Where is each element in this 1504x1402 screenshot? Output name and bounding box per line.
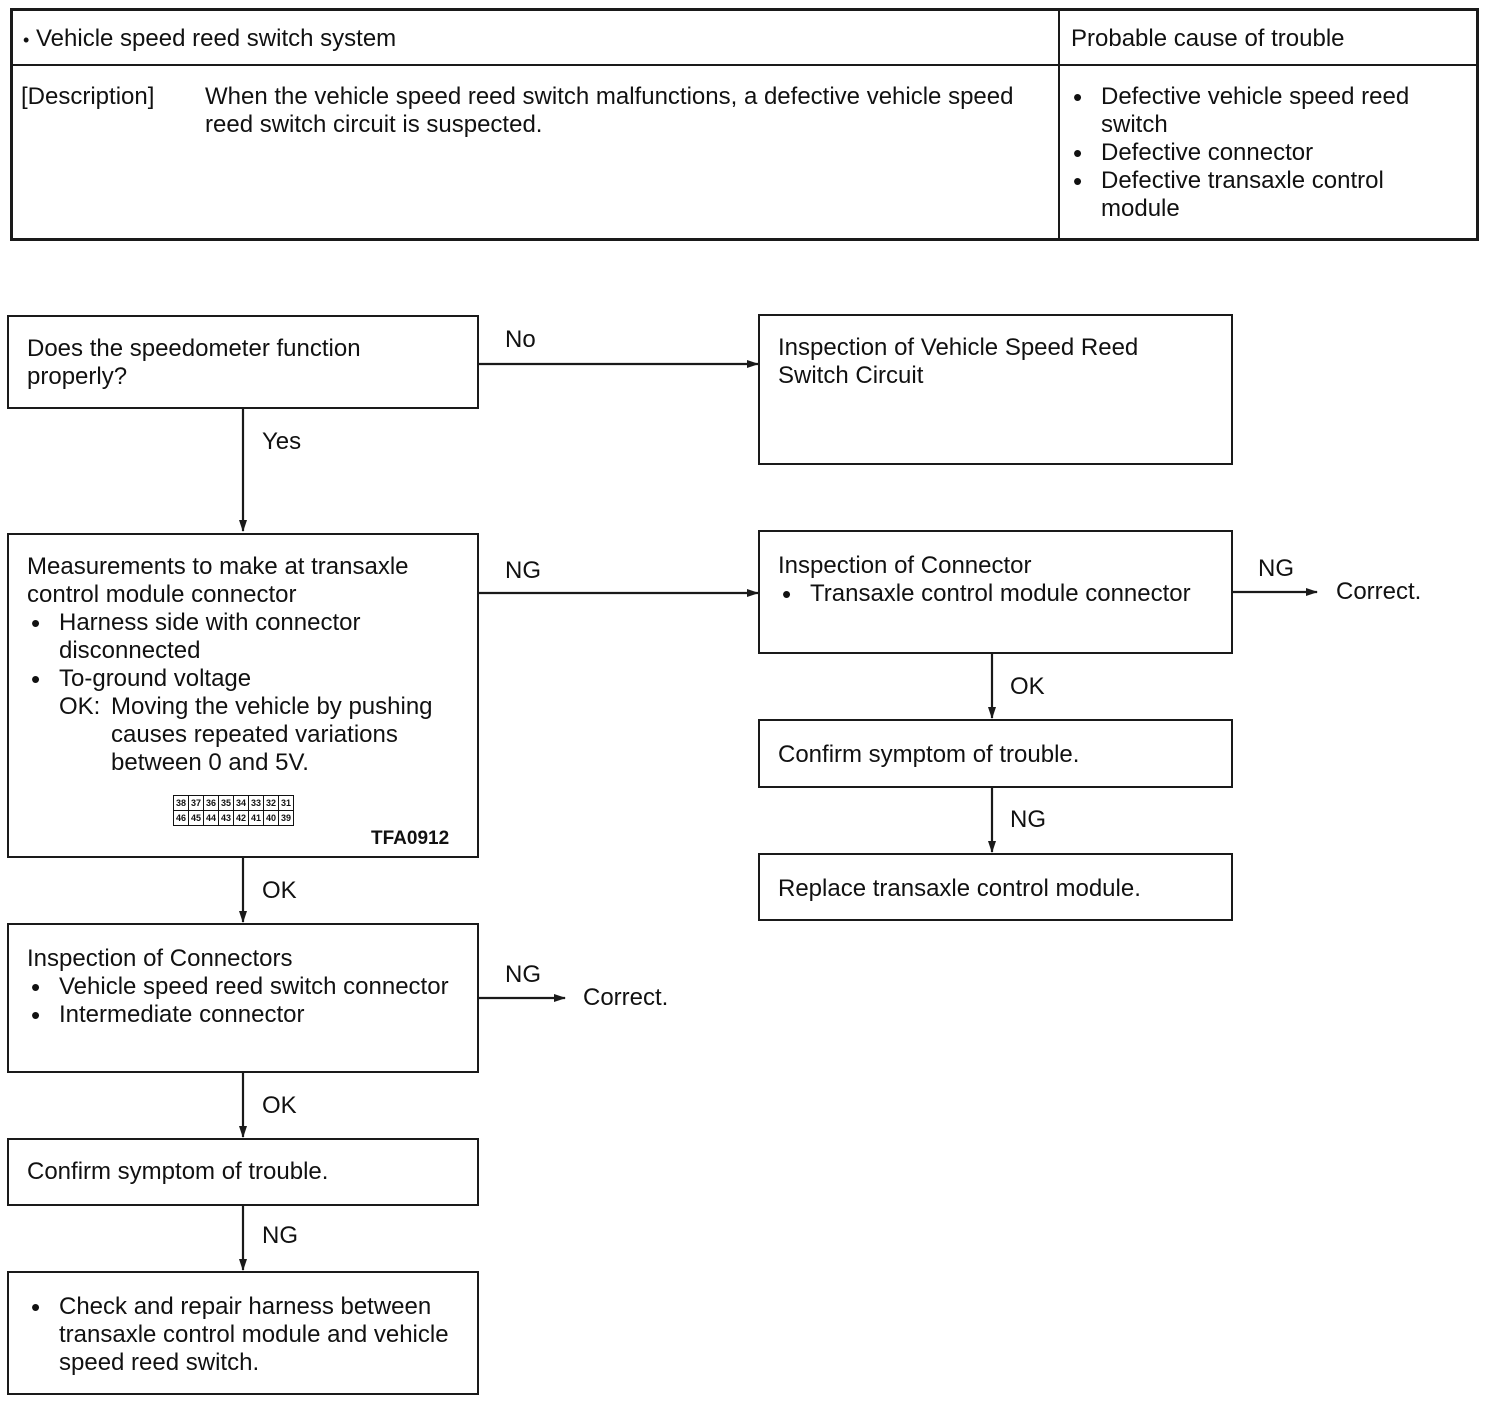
correct-left: Correct. (583, 984, 669, 1011)
cause-item: Defective connector (1069, 139, 1469, 167)
pin: 34 (233, 795, 249, 811)
inspect-reed-circuit-box: Inspection of Vehicle Speed Reed Switch … (758, 314, 1233, 465)
cause-item: Defective vehicle speed reed switch (1069, 83, 1469, 139)
replace-tcm-box: Replace transaxle control module. (758, 853, 1233, 921)
pin: 43 (218, 810, 234, 826)
measurement-list: Harness side with connector disconnected… (27, 609, 459, 693)
repair-list: Check and repair harness between transax… (27, 1293, 459, 1377)
pin: 32 (263, 795, 279, 811)
inspect-connector-list: Transaxle control module connector (778, 580, 1213, 608)
inspect-connectors-box: Inspection of Connectors Vehicle speed r… (7, 923, 479, 1073)
pin: 40 (263, 810, 279, 826)
label-ok-measure: OK (262, 877, 297, 904)
description-text: When the vehicle speed reed switch malfu… (205, 83, 1014, 138)
connector-pin-table: 38 37 36 35 34 33 32 31 46 45 44 43 42 4… (173, 795, 294, 826)
question-speedometer-box: Does the speedometer function properly? (7, 315, 479, 409)
pin: 44 (203, 810, 219, 826)
label-ok-connectors: OK (262, 1092, 297, 1119)
cause-list: Defective vehicle speed reed switch Defe… (1069, 83, 1469, 223)
label-ng-confirm-left: NG (262, 1222, 298, 1249)
system-title: • Vehicle speed reed switch system (23, 25, 397, 52)
inspect-connector-box: Inspection of Connector Transaxle contro… (758, 530, 1233, 654)
label-ng-confirm-right: NG (1010, 806, 1046, 833)
measurement-title: Measurements to make at transaxle contro… (27, 553, 409, 608)
inspect-connectors-list: Vehicle speed reed switch connector Inte… (27, 973, 459, 1029)
figure-code: TFA0912 (371, 828, 450, 849)
inspect-connectors-item: Vehicle speed reed switch connector (27, 973, 459, 1001)
connector-diagram: 38 37 36 35 34 33 32 31 46 45 44 43 42 4… (173, 795, 294, 826)
table-divider-vertical (1058, 11, 1060, 238)
label-ng-connectors: NG (505, 961, 541, 988)
label-ng-connector: NG (1258, 555, 1294, 582)
pin: 39 (278, 810, 294, 826)
label-ng-measure: NG (505, 557, 541, 584)
repair-item: Check and repair harness between transax… (27, 1293, 459, 1377)
pin: 46 (173, 810, 189, 826)
pin: 31 (278, 795, 294, 811)
pin: 37 (188, 795, 204, 811)
inspect-connector-title: Inspection of Connector (778, 552, 1032, 579)
cause-item: Defective transaxle control module (1069, 167, 1469, 223)
inspect-connectors-item: Intermediate connector (27, 1001, 459, 1029)
confirm-symptom-right-box: Confirm symptom of trouble. (758, 719, 1233, 788)
label-yes: Yes (262, 428, 302, 455)
label-ok-connector: OK (1010, 673, 1045, 700)
pin: 38 (173, 795, 189, 811)
table-divider-horizontal (13, 64, 1476, 66)
cause-title: Probable cause of trouble (1071, 25, 1345, 52)
trouble-header-table: • Vehicle speed reed switch system Proba… (10, 8, 1479, 241)
inspect-connector-item: Transaxle control module connector (778, 580, 1213, 608)
correct-right: Correct. (1336, 578, 1422, 605)
ok-label: OK: (59, 693, 101, 720)
inspect-connectors-title: Inspection of Connectors (27, 945, 293, 972)
confirm-symptom-left-box: Confirm symptom of trouble. (7, 1138, 479, 1206)
ok-text: Moving the vehicle by pushing causes rep… (111, 693, 433, 776)
pin: 33 (248, 795, 264, 811)
pin: 45 (188, 810, 204, 826)
ok-criteria: OK: Moving the vehicle by pushing causes… (27, 693, 459, 777)
measurement-box: Measurements to make at transaxle contro… (7, 533, 479, 858)
description-label: [Description] (21, 83, 155, 110)
pin: 36 (203, 795, 219, 811)
pin: 42 (233, 810, 249, 826)
label-no: No (505, 326, 536, 353)
bullet-icon: • (23, 30, 30, 50)
pin: 35 (218, 795, 234, 811)
measurement-item: Harness side with connector disconnected (27, 609, 459, 665)
measurement-item: To-ground voltage (27, 665, 459, 693)
pin: 41 (248, 810, 264, 826)
repair-harness-box: Check and repair harness between transax… (7, 1271, 479, 1395)
